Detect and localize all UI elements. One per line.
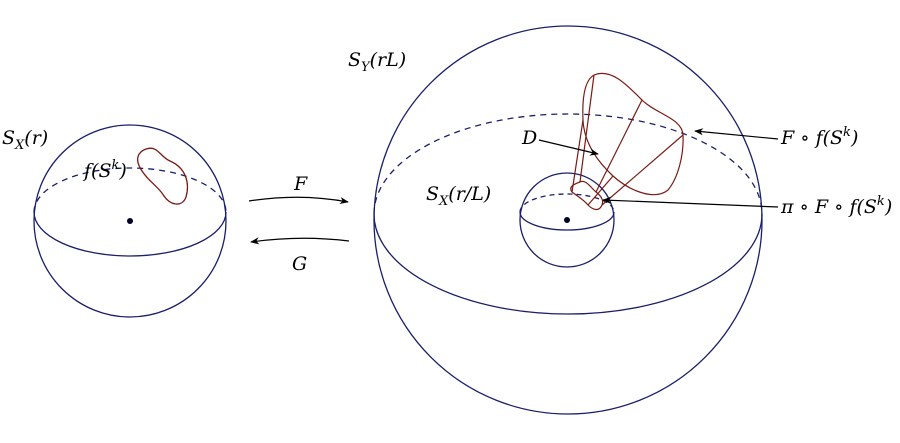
arrows xyxy=(248,128,779,245)
label-left-sphere: SX(r) xyxy=(2,127,48,153)
label-map-f: F xyxy=(293,173,308,195)
cone-ruling-1 xyxy=(579,74,595,183)
label-map-g: G xyxy=(292,253,307,275)
left-sphere-center-dot xyxy=(127,218,133,224)
arrow-to-projected-curve xyxy=(602,196,779,208)
arrow-g xyxy=(250,237,350,245)
inner-sphere-center-dot xyxy=(564,217,570,223)
cone-ruling-5 xyxy=(587,175,614,206)
cone-ruling-2 xyxy=(595,99,643,193)
left-sphere-equator-front xyxy=(33,211,227,257)
arrow-f xyxy=(248,196,349,205)
label-big-sphere: SY(rL) xyxy=(348,49,406,75)
arrow-to-image-curve xyxy=(694,128,779,140)
labels: SX(r) f(Sk) SY(rL) SX(r/L) D F G F ∘ f(S… xyxy=(2,49,892,275)
label-image-curve: F ∘ f(Sk) xyxy=(780,125,858,149)
big-sphere-equator-front xyxy=(373,213,763,315)
inner-sphere-outline xyxy=(519,172,615,268)
big-sphere xyxy=(373,25,763,415)
projected-curve-pi-f-f-sk xyxy=(570,180,604,211)
image-curve-f-of-f-sk xyxy=(582,72,684,196)
label-projected-curve: π ∘ F ∘ f(Sk) xyxy=(780,194,892,218)
big-sphere-equator-back xyxy=(373,113,763,215)
label-inner-sphere: SX(r/L) xyxy=(426,183,491,209)
left-curve-f-sk xyxy=(136,147,189,205)
label-cone-d: D xyxy=(521,127,537,149)
cone-d xyxy=(570,72,684,211)
left-sphere-outline xyxy=(33,124,227,318)
left-sphere-equator-back xyxy=(33,167,227,213)
arrow-to-cone-d xyxy=(538,139,599,156)
inner-sphere-equator-back xyxy=(519,193,615,213)
cone-ruling-4 xyxy=(571,119,584,193)
label-left-curve: f(Sk) xyxy=(82,158,127,182)
inner-sphere-equator-front xyxy=(519,211,615,231)
left-sphere xyxy=(33,124,227,318)
cone-ruling-3 xyxy=(601,134,684,206)
inner-sphere xyxy=(519,172,615,268)
